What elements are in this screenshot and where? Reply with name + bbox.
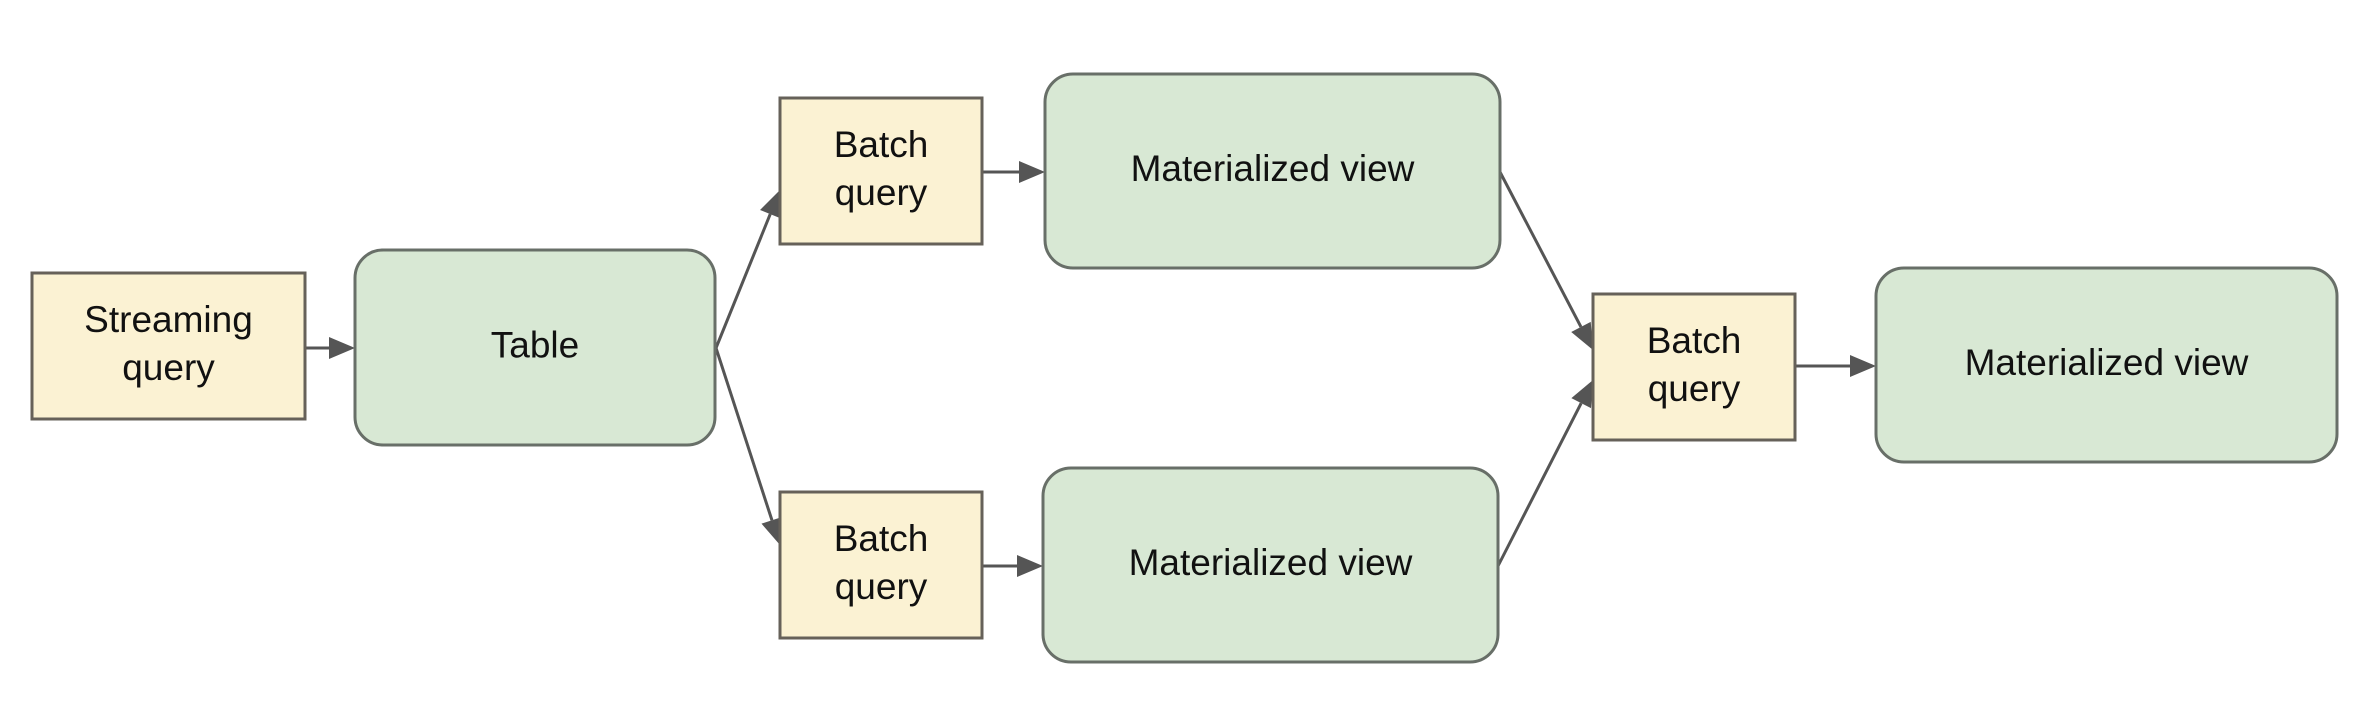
edge-line [714,213,772,349]
node-shape-materialized-view-bottom[interactable] [1041,466,1500,664]
node-label-materialized-view-bottom: Materialized view [1129,542,1413,583]
node-materialized-view-bottom[interactable]: Materialized view [1041,466,1500,664]
edge-materialized-view-top-to-batch-query-merge [1498,171,1593,350]
edge-table-to-batch-query-top [714,190,781,349]
node-shape-materialized-view-final[interactable] [1874,266,2339,464]
node-label-batch-query-merge: query [1648,368,1741,409]
edge-table-to-batch-query-bottom [714,347,783,545]
arrow-head-icon [329,337,355,359]
arrow-head-icon [760,190,781,219]
node-label-batch-query-bottom: Batch [834,518,929,559]
node-label-batch-query-bottom: query [835,566,928,607]
edge-batch-query-bottom-to-materialized-view-bottom [982,555,1043,577]
node-label-streaming-query: Streaming [84,299,253,340]
edge-batch-query-top-to-materialized-view-top [982,161,1045,183]
node-label-streaming-query: query [122,347,215,388]
node-batch-query-top[interactable]: Batch query [778,96,984,246]
node-materialized-view-top[interactable]: Materialized view [1043,72,1502,270]
edge-line [1498,171,1583,328]
node-label-materialized-view-final: Materialized view [1965,342,2249,383]
node-shape-batch-query-merge[interactable] [1591,292,1797,442]
node-label-materialized-view-top: Materialized view [1131,148,1415,189]
node-shape-streaming-query[interactable] [30,271,307,421]
node-batch-query-bottom[interactable]: Batch query [778,490,984,640]
node-label-batch-query-top: query [835,172,928,213]
node-shape-table[interactable] [353,248,717,447]
edges-layer [305,161,1876,577]
node-shape-batch-query-bottom[interactable] [778,490,984,640]
arrow-head-icon [1850,355,1876,377]
node-label-batch-query-top: Batch [834,124,929,165]
arrow-head-icon [1017,555,1043,577]
arrow-head-icon [1571,321,1593,350]
node-table[interactable]: Table [353,248,717,447]
arrow-head-icon [1571,380,1593,409]
edge-line [714,347,774,521]
nodes-layer: StreamingqueryTableBatchqueryMaterialize… [30,72,2339,664]
arrow-head-icon [761,516,783,545]
node-batch-query-merge[interactable]: Batch query [1591,292,1797,442]
node-shape-batch-query-top[interactable] [778,96,984,246]
edge-batch-query-merge-to-materialized-view-final [1795,355,1876,377]
node-shape-materialized-view-top[interactable] [1043,72,1502,270]
node-label-table: Table [491,324,579,365]
edge-line [1496,402,1583,567]
node-label-batch-query-merge: Batch [1647,320,1742,361]
node-streaming-query[interactable]: Streaming query [30,271,307,421]
edge-streaming-query-to-table [305,337,355,359]
edge-materialized-view-bottom-to-batch-query-merge [1496,380,1593,567]
arrow-head-icon [1019,161,1045,183]
node-materialized-view-final[interactable]: Materialized view [1874,266,2339,464]
